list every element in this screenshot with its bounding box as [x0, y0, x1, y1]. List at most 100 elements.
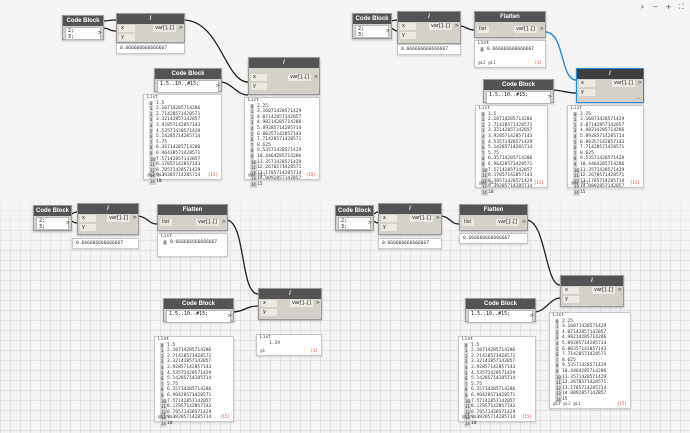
output-port[interactable]: var[]..[] [287, 74, 311, 81]
wire[interactable] [182, 19, 249, 83]
node-title: / [249, 58, 319, 68]
wire[interactable] [551, 89, 577, 94]
list-value: 14.0892857142857 [562, 391, 607, 397]
input-port-y[interactable]: y [119, 34, 135, 41]
zoom-out-icon[interactable]: − [652, 3, 659, 11]
output-port[interactable]: var[]..[] [289, 300, 313, 307]
code-block-node[interactable]: Code Block 2; 3; > [352, 13, 392, 39]
wire[interactable] [225, 219, 259, 295]
code-editor[interactable]: 1.5..10..#15; [157, 80, 219, 93]
wire[interactable] [219, 81, 249, 96]
wire[interactable] [439, 215, 460, 225]
wire[interactable] [101, 27, 117, 32]
input-port-y[interactable]: y [400, 32, 416, 39]
node-title: Code Block [63, 16, 103, 26]
wire[interactable] [533, 297, 561, 313]
preview-value: 0.666666666666667 [401, 47, 449, 52]
output-port[interactable]: > [529, 313, 534, 319]
code-editor[interactable]: 2; 3; [355, 25, 389, 38]
input-port-y[interactable]: y [381, 224, 397, 231]
output-port[interactable]: var[]..[] [495, 219, 519, 226]
list-index: 12 [573, 178, 580, 185]
wire[interactable] [525, 219, 561, 286]
output-port[interactable]: var[]..[] [195, 219, 219, 226]
output-port[interactable]: var[]..[] [513, 26, 537, 33]
code-block-node[interactable]: Code Block 1.5..10..#15; > [154, 68, 222, 93]
search-icon[interactable]: ⌕ [640, 3, 645, 11]
input-port-x[interactable]: x [381, 215, 397, 222]
list-index: 2 [464, 353, 469, 360]
output-port[interactable]: > [65, 220, 70, 226]
output-port[interactable]: var[]..[] [106, 215, 130, 222]
code-block-node[interactable]: Code Block 1.5..10..#15; > [483, 79, 554, 104]
level-label: @L2 @L1 [479, 180, 497, 185]
input-port-x[interactable]: x [119, 25, 135, 32]
input-port-list[interactable]: list [462, 219, 474, 226]
input-port-y[interactable]: y [563, 296, 579, 303]
code-block-node[interactable]: Code Block 2; 3; > [33, 205, 72, 231]
more-icon[interactable]: ⋯ [636, 96, 641, 102]
input-port-y[interactable]: y [261, 309, 277, 316]
output-port[interactable]: > [215, 83, 220, 89]
list-value: 5.75 [156, 139, 168, 145]
code-block-node[interactable]: Code Block 2; 3; > [62, 15, 104, 40]
list-value: 4.07142857142857 [257, 114, 302, 120]
list-value: 2.10714285714286 [471, 348, 516, 354]
output-port[interactable]: var[]..[] [428, 23, 452, 30]
wire[interactable] [459, 25, 475, 31]
code-block-node[interactable]: Code Block 1.5..10..#15; > [465, 298, 536, 323]
code-editor[interactable]: 1.5..10..#15; [468, 310, 533, 323]
wire[interactable] [231, 305, 259, 313]
input-port-list[interactable]: list [477, 26, 489, 33]
code-editor[interactable]: 2; 3; [65, 27, 101, 40]
fit-view-icon[interactable]: ⛶ [679, 3, 684, 11]
list-value: 6.35714285714286 [488, 156, 533, 162]
output-port[interactable]: var[]..[] [152, 25, 176, 32]
input-port-x[interactable]: x [261, 300, 277, 307]
output-port[interactable]: > [227, 313, 232, 319]
output-port[interactable]: var[]..[] [591, 287, 615, 294]
code-block-node[interactable]: Code Block 2; 3; > [335, 205, 374, 231]
wire[interactable] [136, 215, 158, 225]
output-port[interactable]: > [97, 30, 102, 36]
list-index: 5 [250, 131, 255, 138]
input-port-y[interactable]: y [80, 224, 96, 231]
input-port-x[interactable]: x [579, 80, 595, 87]
output-port[interactable]: var[]..[] [409, 215, 433, 222]
wire[interactable] [101, 19, 117, 22]
input-port-list[interactable]: list [160, 219, 172, 226]
output-port[interactable]: > [367, 220, 372, 226]
output-port[interactable]: var[]..[] [611, 80, 635, 87]
input-port-y[interactable]: y [579, 89, 595, 96]
wire-selected[interactable] [544, 31, 577, 81]
code-editor[interactable]: 2; 3; [338, 217, 371, 230]
code-editor[interactable]: 1.5..10..#15; [486, 91, 551, 104]
input-port-x[interactable]: x [563, 287, 579, 294]
list-index: 8 [149, 145, 154, 151]
input-port-x[interactable]: x [80, 215, 96, 222]
zoom-in-icon[interactable]: + [665, 3, 672, 11]
code-block-node[interactable]: Code Block 1.5..10..#15; > [163, 298, 234, 323]
output-port[interactable]: > [385, 28, 390, 34]
output-port[interactable]: > [547, 94, 552, 100]
input-port-x[interactable]: x [251, 74, 267, 81]
code-editor[interactable]: 2; 3; [36, 217, 69, 230]
input-port-x[interactable]: x [400, 23, 416, 30]
code-editor[interactable]: 1.5..10..#15; [166, 310, 231, 323]
input-port-y[interactable]: y [251, 83, 267, 90]
